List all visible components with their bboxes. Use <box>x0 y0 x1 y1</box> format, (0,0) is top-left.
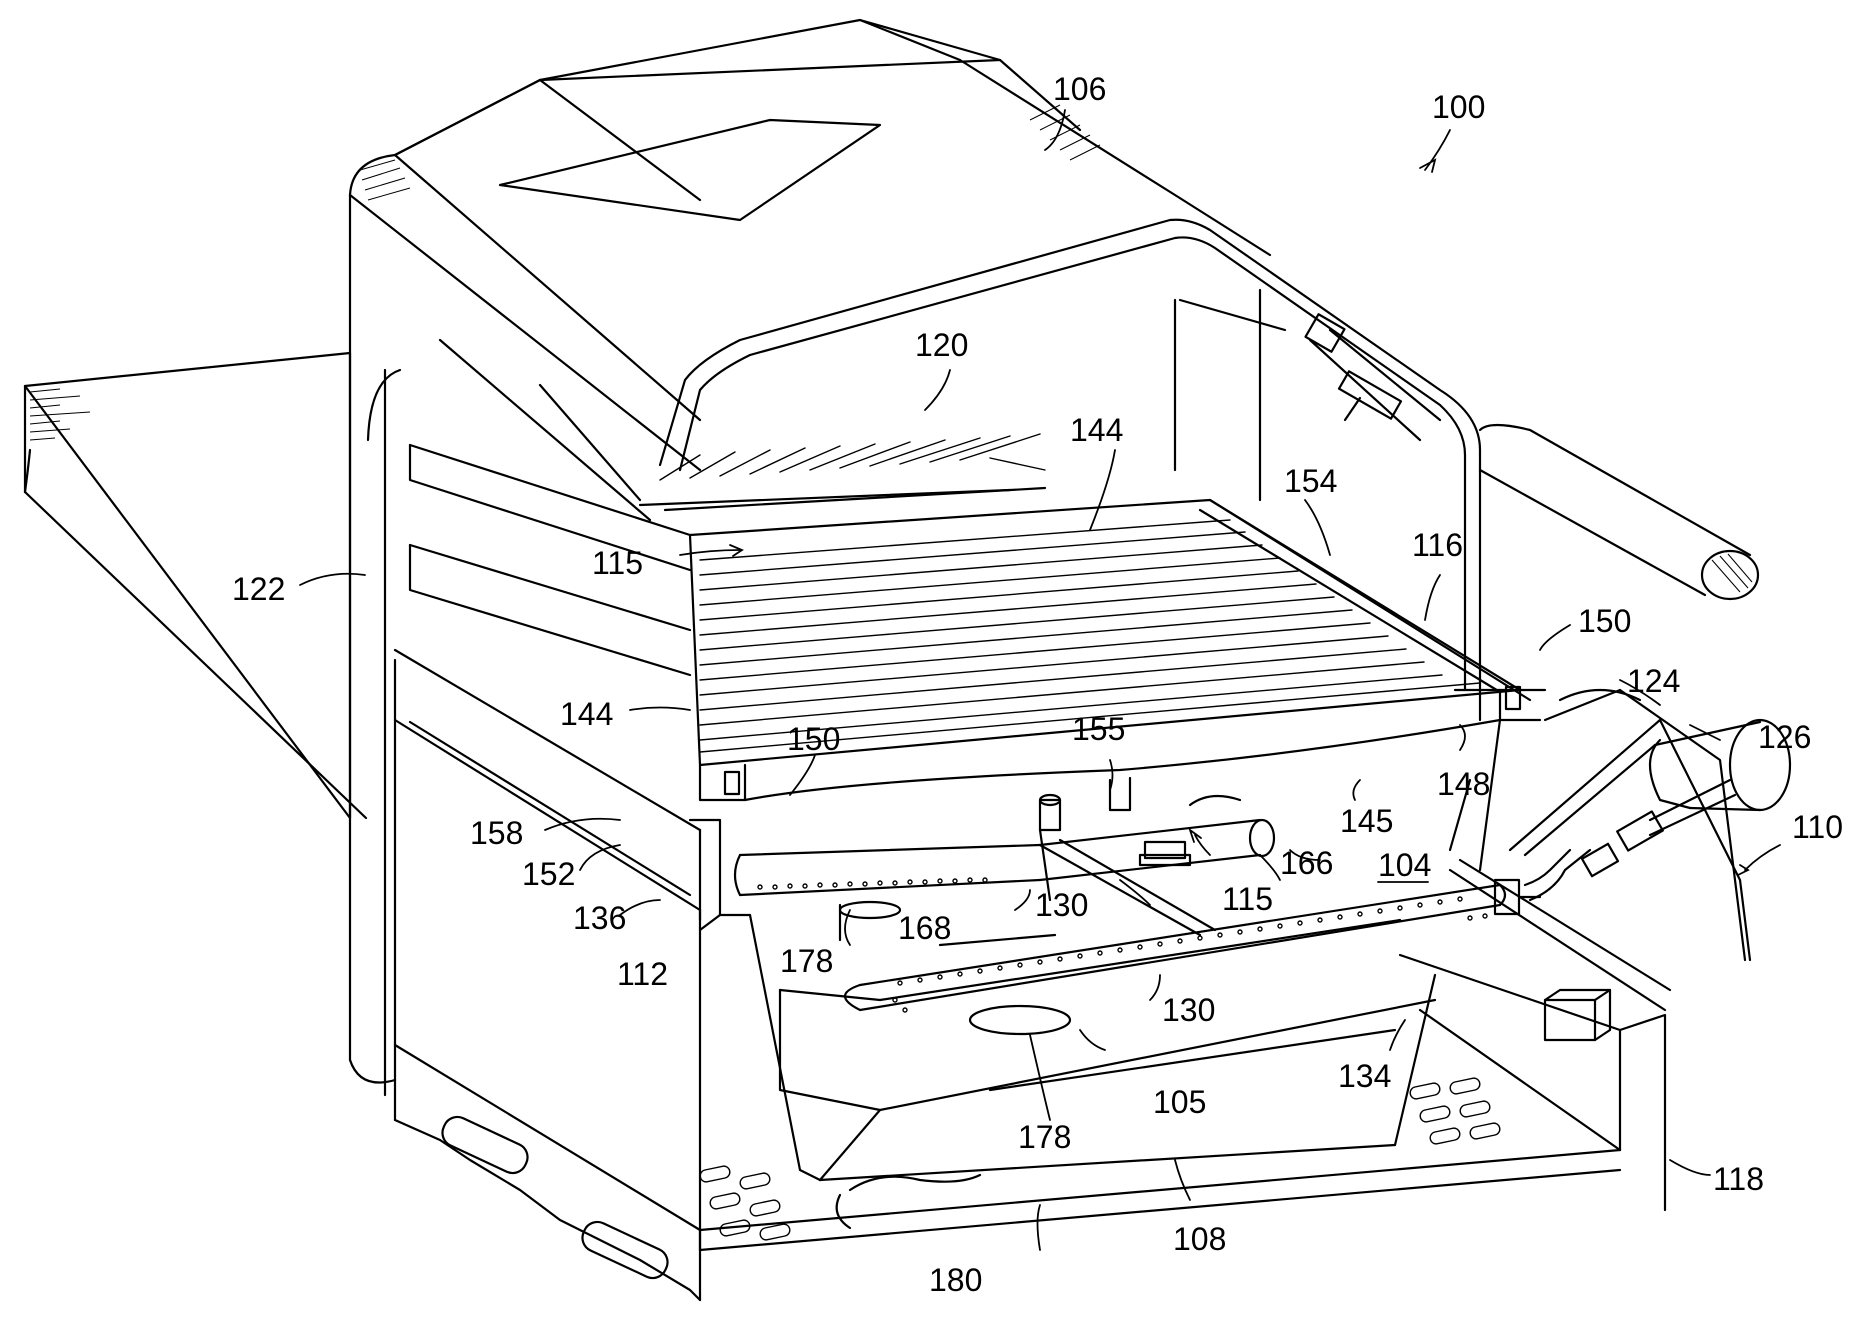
ref-label-134: 134 <box>1338 1058 1391 1094</box>
ref-label-120: 120 <box>915 327 968 363</box>
ref-label-144-top: 144 <box>1070 412 1123 448</box>
ref-label-104: 104 <box>1378 847 1431 883</box>
ref-label-100: 100 <box>1432 89 1485 125</box>
ref-label-130-upper: 130 <box>1035 887 1088 923</box>
cart-body <box>350 80 700 1300</box>
ref-label-105: 105 <box>1153 1084 1206 1120</box>
ref-label-150-left: 150 <box>787 721 840 757</box>
ref-label-106: 106 <box>1053 71 1106 107</box>
upper-burner <box>735 795 1274 900</box>
ref-label-148: 148 <box>1437 766 1490 802</box>
ref-label-178-lower: 178 <box>1018 1119 1071 1155</box>
warming-rack <box>440 340 1045 520</box>
ref-label-108: 108 <box>1173 1221 1226 1257</box>
ref-label-150-right: 150 <box>1578 603 1631 639</box>
firebox-front-wall <box>690 820 820 1180</box>
ref-label-118: 118 <box>1713 1161 1764 1197</box>
ref-label-154: 154 <box>1284 463 1337 499</box>
bottom-tray <box>699 1010 1620 1250</box>
ref-label-155: 155 <box>1072 711 1125 747</box>
ref-label-136: 136 <box>573 900 626 936</box>
ref-label-145: 145 <box>1340 803 1393 839</box>
ref-label-168: 168 <box>898 910 951 946</box>
ref-label-144-left: 144 <box>560 696 613 732</box>
ref-label-116: 116 <box>1412 527 1463 563</box>
ref-label-126: 126 <box>1758 719 1811 755</box>
reference-labels: 100 106 120 144 154 116 122 115 150 124 … <box>232 71 1843 1298</box>
ref-label-115-mid: 115 <box>1222 881 1273 917</box>
ref-label-152: 152 <box>522 856 575 892</box>
ref-label-178-upper: 178 <box>780 943 833 979</box>
ref-label-115-top: 115 <box>592 545 643 581</box>
side-shelf <box>25 353 366 818</box>
ref-label-130-lower: 130 <box>1162 992 1215 1028</box>
ref-label-122: 122 <box>232 571 285 607</box>
ref-label-110: 110 <box>1792 809 1843 845</box>
ref-label-180: 180 <box>929 1262 982 1298</box>
ref-label-158: 158 <box>470 815 523 851</box>
ref-label-112: 112 <box>617 956 668 992</box>
ref-label-124: 124 <box>1627 663 1680 699</box>
ref-label-166: 166 <box>1280 845 1333 881</box>
firebox-body <box>780 902 1435 1180</box>
side-cylinder <box>1480 425 1758 599</box>
